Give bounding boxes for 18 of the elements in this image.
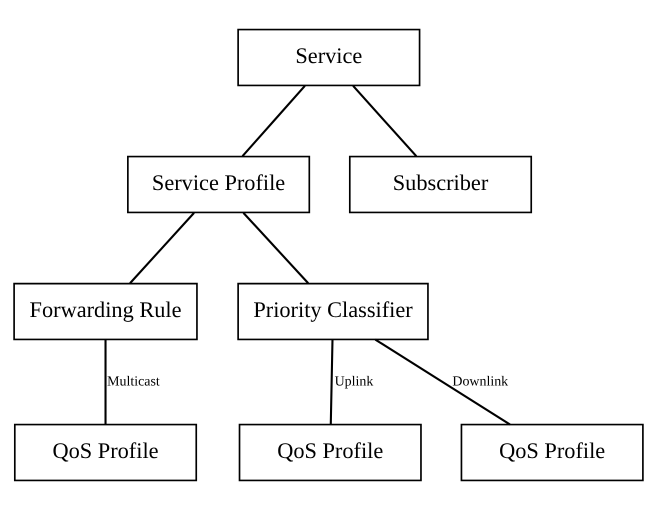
connector [129,212,195,284]
node-box: Service Profile [127,156,310,214]
node-box: QoS Profile [14,424,198,482]
connector [242,85,306,157]
connector [242,212,310,284]
connector [330,340,334,425]
node-box: QoS Profile [238,424,422,482]
connector [352,85,418,157]
edge-label: Multicast [107,374,160,390]
node-box: QoS Profile [460,424,644,482]
edge-label: Downlink [452,374,508,390]
node-box: Subscriber [348,156,532,214]
connector [374,338,511,426]
connector [104,340,107,425]
node-box: Forwarding Rule [13,282,198,340]
node-box: Service [237,28,420,86]
edge-label: Uplink [334,374,374,390]
node-box: Priority Classifier [237,282,429,340]
